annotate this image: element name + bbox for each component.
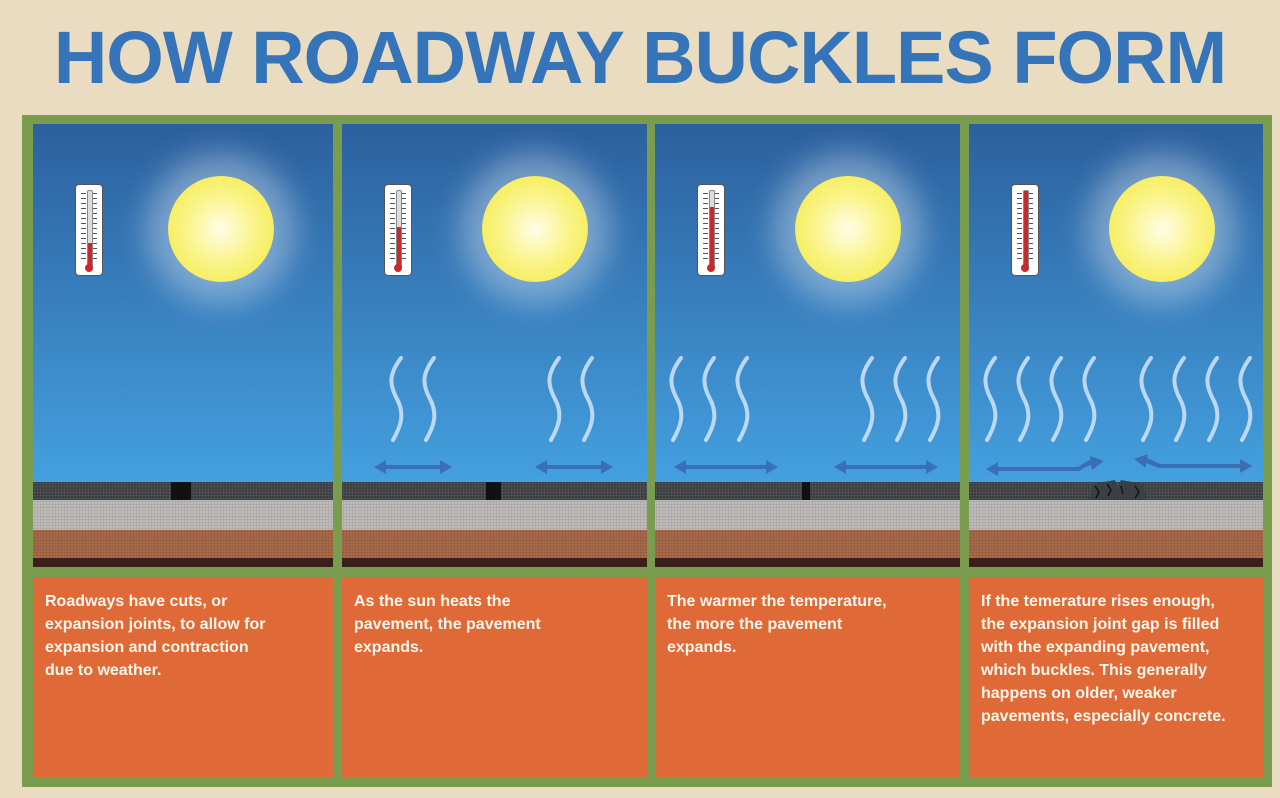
caption-step-1: Roadways have cuts, or expansion joints,… — [33, 577, 333, 778]
heat-wave-icon — [1049, 356, 1064, 442]
heat-wave-icon — [389, 356, 404, 442]
heat-wave-icon — [983, 356, 998, 442]
heat-wave-icon — [1082, 356, 1097, 442]
heat-wave-icon — [1139, 356, 1154, 442]
sky — [33, 124, 333, 482]
heat-wave-icon — [1205, 356, 1220, 442]
sky — [969, 124, 1263, 482]
heat-wave-icon — [1016, 356, 1031, 442]
subgrade-layer — [969, 558, 1263, 567]
caption-step-2: As the sun heats the pavement, the pavem… — [342, 577, 647, 778]
heat-wave-icon — [702, 356, 717, 442]
expansion-joint — [171, 482, 191, 500]
soil-layer — [655, 530, 960, 558]
caption-step-4: If the temerature rises enough, the expa… — [969, 577, 1263, 778]
panel-step-4: If the temerature rises enough, the expa… — [969, 124, 1263, 778]
thermometer-icon — [1011, 184, 1039, 276]
double-arrow-icon — [535, 460, 613, 474]
double-arrow-icon — [374, 460, 452, 474]
double-arrow-icon — [834, 460, 938, 474]
heat-wave-icon — [860, 356, 875, 442]
subgrade-layer — [33, 558, 333, 567]
heat-wave-icon — [735, 356, 750, 442]
heat-wave-icon — [547, 356, 562, 442]
heat-wave-icon — [926, 356, 941, 442]
sun-icon — [482, 176, 588, 282]
heat-wave-icon — [422, 356, 437, 442]
caption-step-3: The warmer the temperature, the more the… — [655, 577, 960, 778]
thermometer-icon — [75, 184, 103, 276]
heat-wave-icon — [580, 356, 595, 442]
expansion-joint — [802, 482, 810, 500]
panel-step-3: The warmer the temperature, the more the… — [655, 124, 960, 778]
page-title: HOW ROADWAY BUCKLES FORM — [53, 16, 1227, 99]
thermometer-icon — [384, 184, 412, 276]
double-arrow-icon — [674, 460, 778, 474]
sun-icon — [1109, 176, 1215, 282]
heat-wave-icon — [669, 356, 684, 442]
buckled-pavement — [1089, 480, 1147, 500]
sky — [655, 124, 960, 482]
panel-step-1: Roadways have cuts, or expansion joints,… — [33, 124, 333, 778]
base-layer — [33, 500, 333, 530]
subgrade-layer — [655, 558, 960, 567]
heat-wave-icon — [893, 356, 908, 442]
heat-wave-icon — [1172, 356, 1187, 442]
soil-layer — [342, 530, 647, 558]
double-arrow-icon — [1134, 454, 1252, 473]
panel-step-2: As the sun heats the pavement, the pavem… — [342, 124, 647, 778]
sun-icon — [795, 176, 901, 282]
soil-layer — [33, 530, 333, 558]
expansion-joint — [486, 482, 501, 500]
base-layer — [342, 500, 647, 530]
subgrade-layer — [342, 558, 647, 567]
heat-wave-icon — [1238, 356, 1253, 442]
thermometer-icon — [697, 184, 725, 276]
sky — [342, 124, 647, 482]
sun-icon — [168, 176, 274, 282]
base-layer — [655, 500, 960, 530]
base-layer — [969, 500, 1263, 530]
double-arrow-icon — [986, 456, 1104, 476]
soil-layer — [969, 530, 1263, 558]
